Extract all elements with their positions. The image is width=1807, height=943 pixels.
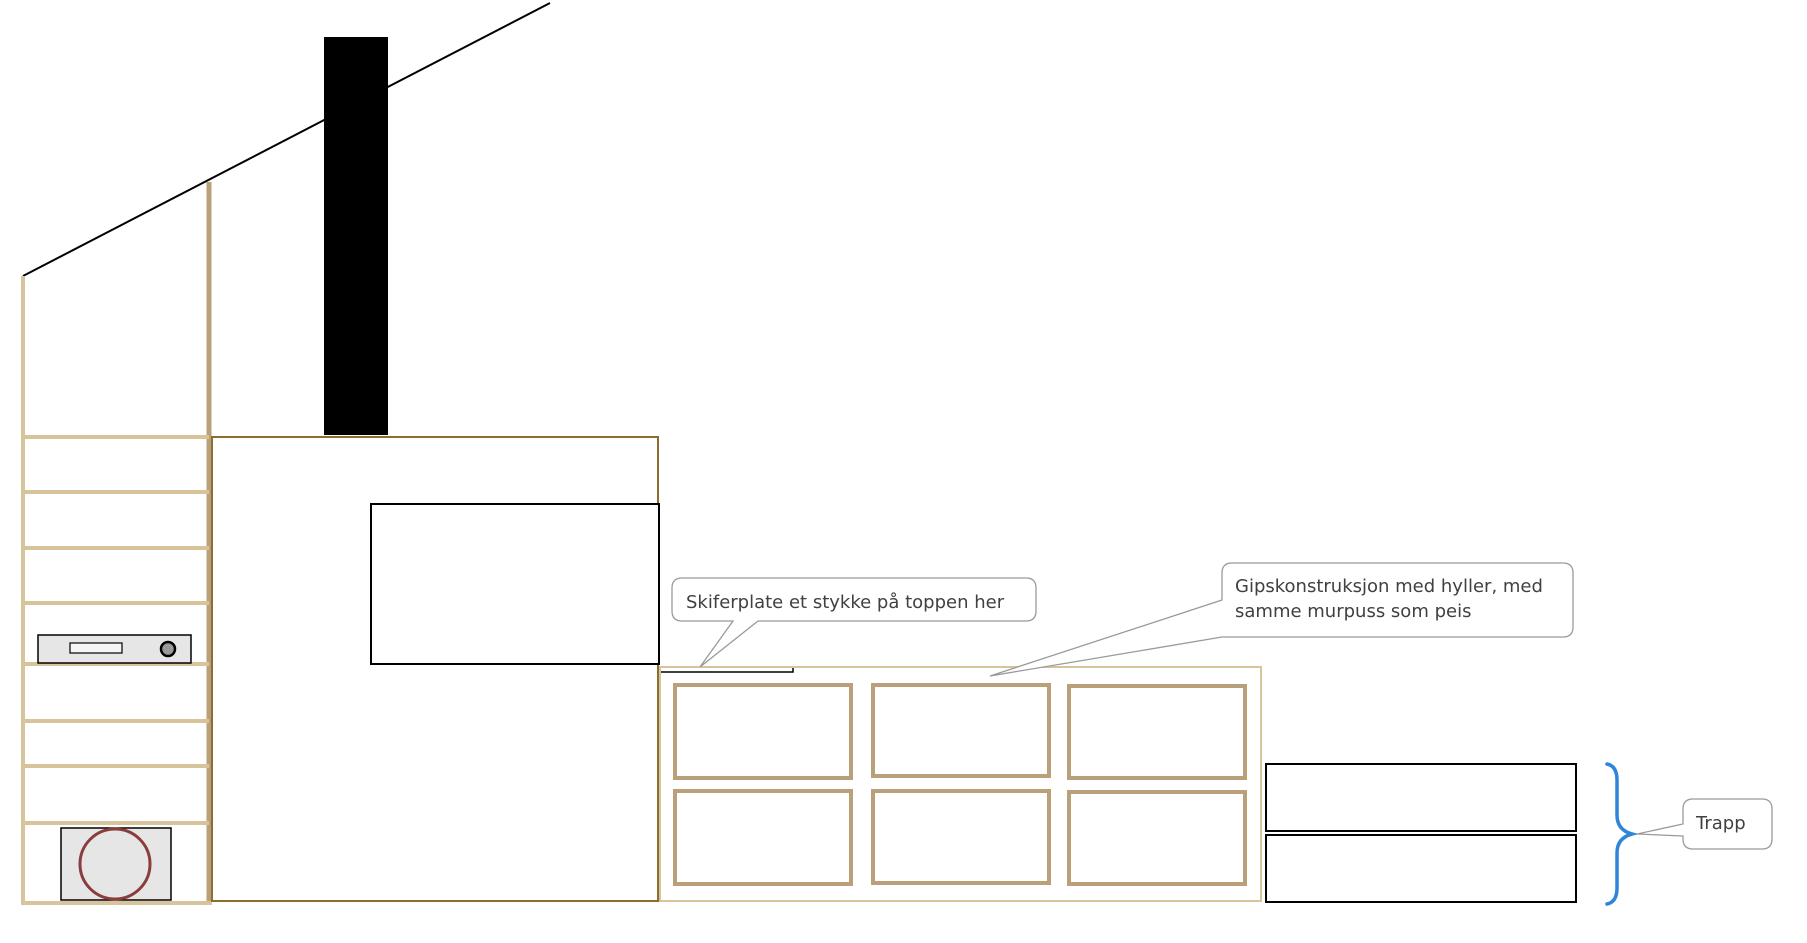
shelf-compartment: [673, 683, 853, 780]
disc-slot: [69, 642, 123, 654]
shelf-compartment: [673, 789, 853, 886]
stair-step-upper: [1265, 763, 1577, 832]
callout-gypsum-line-1: Gipskonstruksjon med hyller, med: [1235, 576, 1543, 597]
chimney: [324, 37, 388, 435]
callout-stairs-label: Trapp: [1695, 813, 1746, 834]
callout-stairs: Trapp: [1636, 798, 1773, 850]
callout-gypsum-line-2: samme murpuss som peis: [1235, 601, 1471, 622]
shelf-compartment: [871, 789, 1051, 885]
roof-slope-line: [22, 2, 551, 277]
shelf-compartment: [1067, 684, 1247, 780]
shelf-compartment: [1067, 790, 1247, 886]
fireplace-wall: [211, 436, 659, 902]
shelf-compartment: [871, 683, 1051, 778]
callout-gypsum: Gipskonstruksjon med hyller, med samme m…: [989, 562, 1574, 677]
gypsum-construction: [659, 666, 1262, 902]
gypsum-shelf-compartments: [673, 683, 1247, 886]
stair-step-lower: [1265, 834, 1577, 903]
media-player-device: [37, 634, 192, 664]
speaker-cone: [78, 827, 152, 901]
stairs-brace-icon: [1605, 762, 1639, 906]
left-bookshelf: [21, 182, 212, 905]
subwoofer-speaker: [60, 827, 172, 901]
callout-slate-label: Skiferplate et stykke på toppen her: [686, 592, 1005, 613]
power-knob: [159, 640, 177, 658]
tv-screen: [370, 503, 660, 665]
callout-slate: Skiferplate et stykke på toppen her: [671, 577, 1037, 668]
